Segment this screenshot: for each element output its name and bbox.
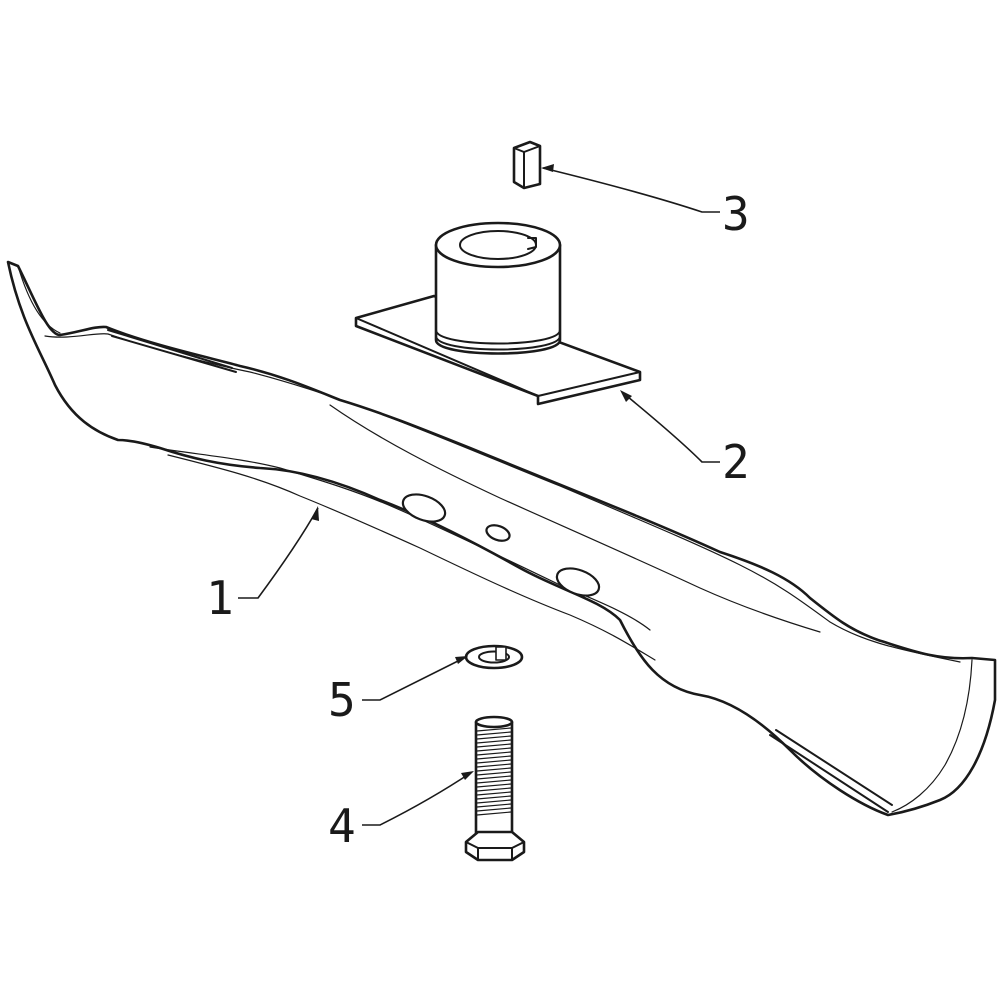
callout-3: 3 bbox=[541, 164, 750, 241]
thread-line bbox=[476, 739, 512, 744]
thread-line bbox=[476, 731, 512, 736]
thread-line bbox=[476, 759, 512, 764]
thread-line bbox=[476, 799, 512, 804]
thread-line bbox=[476, 811, 512, 816]
blade-hole-left bbox=[401, 493, 447, 523]
thread-line bbox=[476, 775, 512, 780]
thread-line bbox=[476, 727, 512, 732]
callout-label-5: 5 bbox=[328, 673, 356, 727]
thread-line bbox=[476, 751, 512, 756]
callout-label-2: 2 bbox=[722, 435, 750, 489]
callout-1: 1 bbox=[206, 506, 319, 625]
callout-label-4: 4 bbox=[328, 799, 356, 853]
bolt bbox=[464, 715, 526, 862]
thread-line bbox=[476, 791, 512, 796]
thread-line bbox=[476, 767, 512, 772]
thread-line bbox=[476, 783, 512, 788]
thread-line bbox=[476, 747, 512, 752]
blade bbox=[6, 260, 997, 817]
callout-4: 4 bbox=[328, 771, 474, 853]
thread-line bbox=[476, 735, 512, 740]
callout-label-3: 3 bbox=[722, 187, 750, 241]
thread-line bbox=[476, 787, 512, 792]
key bbox=[512, 140, 542, 190]
lock-washer bbox=[464, 644, 524, 670]
thread-line bbox=[476, 755, 512, 760]
callout-5: 5 bbox=[328, 656, 468, 727]
thread-line bbox=[476, 779, 512, 784]
thread-line bbox=[476, 807, 512, 812]
thread-line bbox=[476, 771, 512, 776]
blade-hole-right bbox=[555, 567, 601, 597]
callout-2: 2 bbox=[620, 390, 750, 489]
blade-hole-center bbox=[485, 524, 511, 542]
thread-line bbox=[476, 743, 512, 748]
blade-adapter bbox=[354, 221, 642, 406]
callout-label-1: 1 bbox=[206, 571, 234, 625]
thread-line bbox=[476, 763, 512, 768]
bolt-threads bbox=[476, 727, 512, 816]
thread-line bbox=[476, 795, 512, 800]
thread-line bbox=[476, 803, 512, 808]
